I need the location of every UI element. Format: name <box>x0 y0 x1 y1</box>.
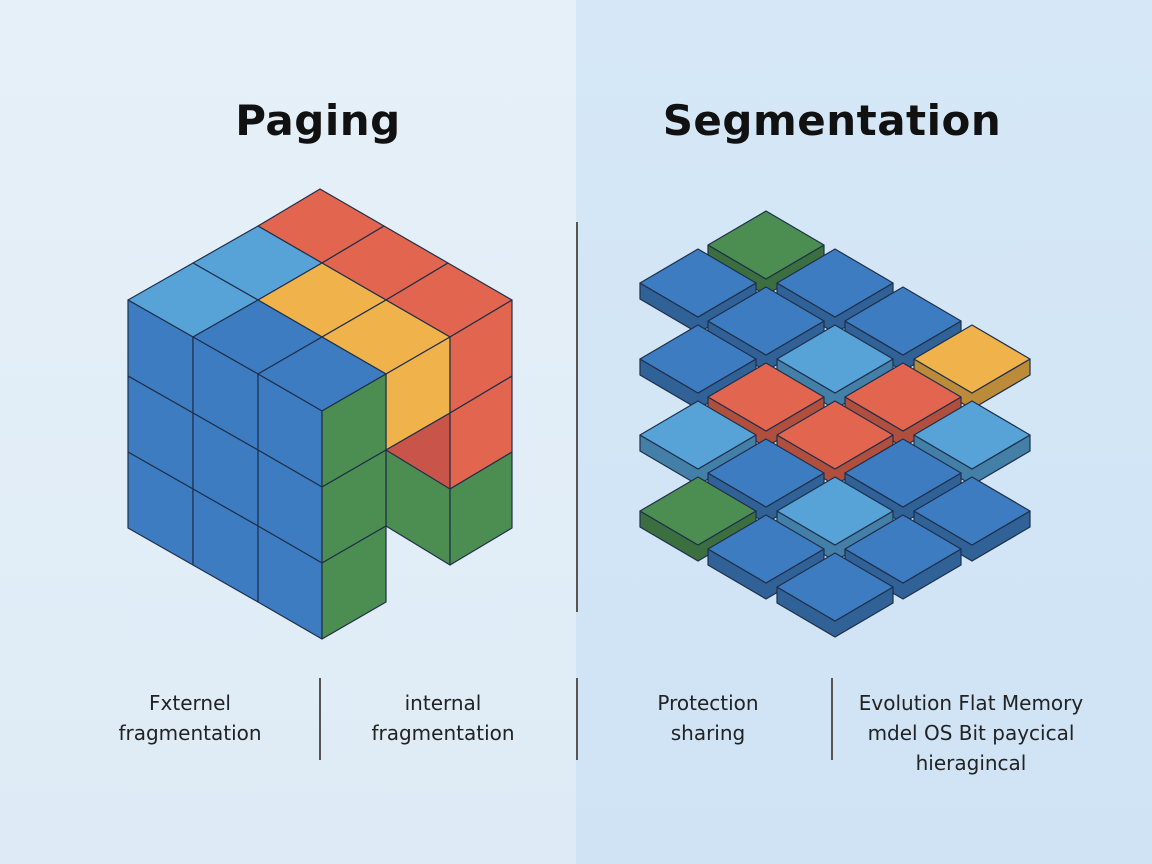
caption-internal-fragmentation: internal fragmentation <box>340 688 546 748</box>
caption-line: Evolution Flat Memory <box>858 691 1084 715</box>
caption-line: Fxternel <box>149 691 231 715</box>
memory-segment-tile <box>844 286 962 356</box>
caption-divider <box>319 678 321 760</box>
caption-line: Protection <box>657 691 759 715</box>
caption-line: fragmentation <box>118 721 262 745</box>
memory-segment-tile <box>776 552 894 622</box>
memory-segment-tile <box>707 286 825 356</box>
memory-segment-tile <box>776 476 894 546</box>
memory-segment-tile <box>707 210 825 280</box>
memory-segment-tile <box>639 476 757 546</box>
memory-segment-tile <box>707 362 825 432</box>
caption-line: internal <box>404 691 482 715</box>
caption-line: mdel OS Bit paycical <box>867 721 1075 745</box>
memory-segment-tile <box>639 324 757 394</box>
memory-segment-tile <box>707 514 825 584</box>
memory-segment-tile <box>913 324 1031 394</box>
caption-line: fragmentation <box>371 721 515 745</box>
caption-divider <box>831 678 833 760</box>
memory-segment-tile <box>913 400 1031 470</box>
caption-evolution-flat-memory: Evolution Flat Memory mdel OS Bit paycic… <box>850 688 1092 778</box>
memory-segment-tile <box>844 362 962 432</box>
memory-segment-tile <box>639 248 757 318</box>
memory-segment-tile <box>776 324 894 394</box>
memory-segment-tile <box>776 248 894 318</box>
caption-divider <box>576 678 578 760</box>
caption-protection-sharing: Protection sharing <box>608 688 808 748</box>
paging-title: Paging <box>235 96 401 145</box>
center-divider <box>576 222 578 612</box>
caption-external-fragmentation: Fxternel fragmentation <box>90 688 290 748</box>
paging-right-face <box>321 299 513 640</box>
memory-segment-tile <box>707 438 825 508</box>
memory-segment-tile <box>844 514 962 584</box>
memory-segment-tile <box>776 400 894 470</box>
memory-segment-tile <box>639 400 757 470</box>
segmentation-title: Segmentation <box>662 96 1002 145</box>
memory-segment-tile <box>844 438 962 508</box>
memory-segment-tile <box>913 476 1031 546</box>
paging-front-left-face <box>127 299 323 640</box>
caption-line: hieragincal <box>915 751 1027 775</box>
caption-line: sharing <box>670 721 746 745</box>
